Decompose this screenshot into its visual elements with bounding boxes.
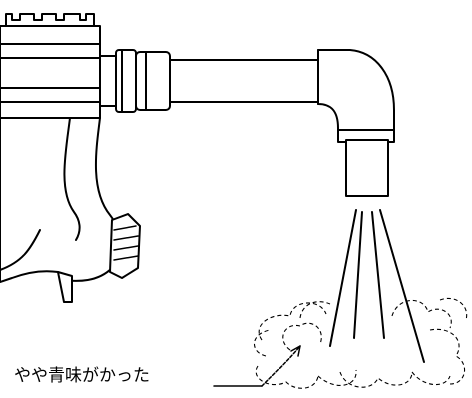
mist-color-label: やや青味がかった [14, 366, 150, 386]
spray-streams [329, 209, 425, 363]
gun-body [0, 25, 101, 119]
trigger-tab [57, 271, 73, 303]
adjustment-knob [109, 213, 141, 279]
gun-handle [0, 117, 122, 283]
pipe-coupling [99, 49, 171, 113]
label-leader-line [213, 345, 301, 387]
horizontal-pipe [169, 59, 323, 103]
spray-nozzle [345, 139, 389, 197]
pipe-elbow [317, 49, 395, 143]
mist-cloud [253, 298, 468, 389]
